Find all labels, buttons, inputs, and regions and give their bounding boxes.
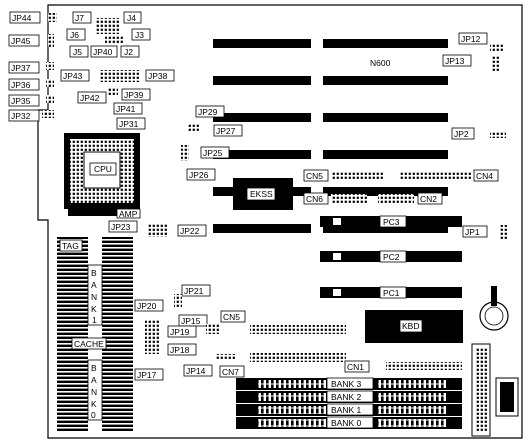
jp35-label: JP35 (11, 96, 31, 106)
jp37-label: JP37 (11, 63, 31, 73)
battery (479, 286, 509, 331)
amp-label: AMP (119, 209, 138, 219)
jp23-label: JP23 (111, 222, 131, 232)
jp15-label: JP15 (181, 316, 201, 326)
bank1-letter: K (91, 304, 97, 314)
kbd-label: KBD (402, 321, 419, 331)
j7-label: J7 (75, 13, 84, 23)
pci-slot-label: PC1 (383, 288, 400, 298)
isa-slot (213, 224, 311, 233)
bank1-letter: N (91, 292, 97, 302)
isa-slot (213, 39, 311, 48)
bank1-letter: B (91, 268, 97, 278)
isa-slot (323, 150, 448, 159)
isa-slot (323, 39, 448, 48)
simm-bank-label: BANK 1 (331, 405, 362, 415)
jp39-label: JP39 (124, 90, 144, 100)
jp12-label: JP12 (461, 34, 481, 44)
jp18-label: JP18 (170, 345, 190, 355)
jp25-label: JP25 (203, 148, 223, 158)
isa-slot (323, 113, 448, 122)
cpu-socket: CPU AMP (64, 133, 141, 219)
jp42-label: JP42 (80, 93, 100, 103)
jumpers-center: JP21 JP20 JP15 JP19 JP18 JP17 (134, 284, 220, 381)
jp17-label: JP17 (137, 370, 157, 380)
simm-bank-label: BANK 2 (331, 392, 362, 402)
isa-slot (323, 76, 448, 85)
jp43-label: JP43 (63, 71, 83, 81)
left-jumpers: JP44 JP45 JP37 JP36 JP35 JP32 (8, 11, 57, 122)
pci-slots: PC3 PC2 PC1 (320, 215, 462, 299)
jp19-label: JP19 (170, 327, 190, 337)
jp44-label: JP44 (12, 13, 32, 23)
jp21-label: JP21 (184, 286, 204, 296)
jp1-label: JP1 (465, 227, 480, 237)
simm-banks: BANK 3 BANK 2 BANK 1 BANK 0 (236, 377, 462, 429)
j6-label: J6 (70, 30, 79, 40)
bank0-letter: N (91, 387, 97, 397)
isa-slot (323, 187, 448, 196)
simm-bank-label: BANK 3 (331, 379, 362, 389)
jp20-label: JP20 (137, 301, 157, 311)
isa-slot (323, 224, 448, 233)
pci-slot-label: PC3 (383, 217, 400, 227)
power-connector (471, 343, 519, 437)
jumper-cluster-j: J7 J4 J6 J3 J5 JP40 J2 JP43 JP38 JP39 JP… (60, 11, 175, 130)
isa-slot (213, 76, 311, 85)
jp31-label: JP31 (119, 119, 139, 129)
isa-slot (213, 150, 311, 159)
bank0-letter: K (91, 399, 97, 409)
tag-label: TAG (62, 241, 79, 251)
jp13-label: JP13 (445, 56, 465, 66)
cn5-top-label: CN5 (306, 171, 323, 181)
cache-label: CACHE (74, 339, 104, 349)
connectors-lower: CN5 JP14 CN7 CN1 (183, 310, 462, 378)
bank0-letter: A (91, 375, 97, 385)
j3-label: J3 (135, 30, 144, 40)
jumpers-mid-left: JP29 JP27 JP25 JP26 (181, 105, 243, 181)
cn2-label: CN2 (420, 194, 437, 204)
j5-label: J5 (73, 47, 82, 57)
board-model-label: N600 (370, 58, 391, 68)
cn5-mid-label: CN5 (223, 312, 240, 322)
cn1-label: CN1 (347, 362, 364, 372)
cn6-label: CN6 (306, 194, 323, 204)
jp22-label: JP22 (180, 226, 200, 236)
j4-label: J4 (127, 13, 136, 23)
cache-area: TAG B A N K 1 CACHE B A N K 0 (57, 237, 133, 432)
jp26-label: JP26 (189, 170, 209, 180)
simm-bank-label: BANK 0 (331, 418, 362, 428)
connectors-upper: CN5 CN4 CN6 CN2 (303, 169, 499, 205)
isa-slot (213, 113, 311, 122)
pci-slot-label: PC2 (383, 252, 400, 262)
jumpers-right-top: JP12 JP13 JP2 (442, 32, 506, 140)
jp27-label: JP27 (216, 126, 236, 136)
jp29-label: JP29 (198, 107, 218, 117)
jp32-label: JP32 (11, 111, 31, 121)
jp38-label: JP38 (148, 71, 168, 81)
jp41-label: JP41 (116, 104, 136, 114)
bank1-letter: A (91, 280, 97, 290)
jp40-label: JP40 (93, 47, 113, 57)
jp14-label: JP14 (186, 366, 206, 376)
bank1-letter: 1 (92, 315, 97, 325)
jp45-label: JP45 (11, 36, 31, 46)
j2-label: J2 (124, 47, 133, 57)
jp36-label: JP36 (11, 80, 31, 90)
jp2-label: JP2 (454, 129, 469, 139)
cn7-label: CN7 (222, 367, 239, 377)
bank0-letter: 0 (91, 410, 96, 420)
cpu-label: CPU (94, 164, 112, 174)
bank0-letter: B (91, 363, 97, 373)
cn4-label: CN4 (476, 171, 493, 181)
ekss-label: EKSS (250, 189, 273, 199)
